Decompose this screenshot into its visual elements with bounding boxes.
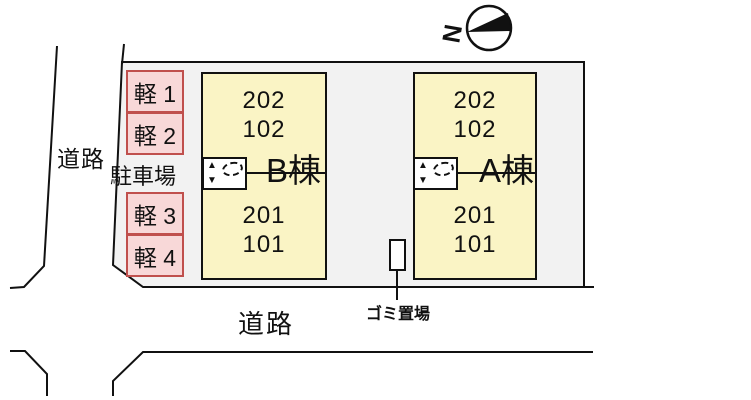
- road-label-left: 道路: [57, 146, 105, 172]
- unit-number: 102: [242, 116, 286, 143]
- garbage-station-box: [389, 239, 406, 271]
- building-a-axis-line: [458, 172, 537, 174]
- parking-space-kei3: 軽 3: [126, 192, 184, 235]
- stair-turn-icon: [431, 159, 456, 179]
- building-b-name: B棟: [266, 152, 322, 189]
- road-label-bottom: 道路: [238, 309, 295, 339]
- north-compass-needle: [467, 13, 511, 32]
- unit-number: 101: [453, 231, 497, 258]
- unit-number: 201: [453, 202, 497, 229]
- parking-area-label: 駐車場: [110, 164, 177, 189]
- unit-number: 202: [242, 87, 286, 114]
- stair-turn-icon: [220, 159, 245, 179]
- left-road-edge: [9, 45, 58, 289]
- building-b: 202 102 201 101: [201, 72, 327, 280]
- parking-space-kei1: 軽 1: [126, 70, 184, 113]
- building-b-lower-units: 201 101: [203, 201, 325, 259]
- building-b-upper-units: 202 102: [203, 86, 325, 144]
- unit-number: 101: [242, 231, 286, 258]
- building-a-upper-units: 202 102: [415, 86, 535, 144]
- boundary-extension-top: [121, 43, 125, 65]
- arrow-up-icon: ▲: [207, 160, 217, 171]
- parking-space-kei2: 軽 2: [126, 112, 184, 155]
- stairs-icon: ▲ ▼: [413, 157, 458, 190]
- stairs-icon: ▲ ▼: [202, 157, 247, 190]
- unit-number: 201: [242, 202, 286, 229]
- arrow-down-icon: ▼: [207, 175, 217, 186]
- building-a-lower-units: 201 101: [415, 201, 535, 259]
- intersection-corner-sw: [10, 350, 48, 396]
- garbage-station-label: ゴミ置場: [366, 306, 431, 323]
- parking-space-kei4: 軽 4: [126, 234, 184, 277]
- arrow-down-icon: ▼: [418, 175, 428, 186]
- building-a-name: A棟: [479, 152, 535, 189]
- building-b-axis-line: [247, 172, 327, 174]
- arrow-up-icon: ▲: [418, 160, 428, 171]
- unit-number: 202: [453, 87, 497, 114]
- bottom-road-edge: [112, 351, 593, 396]
- unit-number: 102: [453, 116, 497, 143]
